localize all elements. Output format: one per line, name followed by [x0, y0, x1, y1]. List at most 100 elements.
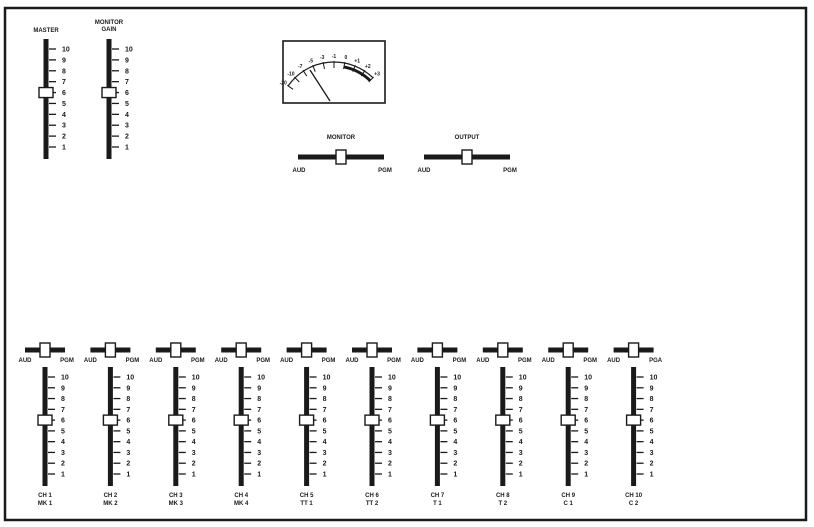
monitor-gain-fader-knob[interactable] — [101, 86, 117, 99]
ch9-source-label: C 1 — [564, 501, 574, 507]
ch1-aud-label: AUD — [19, 358, 33, 364]
ch8-switch-knob[interactable] — [497, 342, 509, 358]
ch3-scale-label: 8 — [192, 396, 196, 403]
ch7-source-label: T 1 — [433, 501, 442, 507]
ch6-source-label: TT 2 — [366, 501, 379, 507]
ch9-scale-label: 7 — [584, 407, 588, 414]
ch4-fader-knob[interactable] — [233, 414, 249, 426]
ch2-aud-label: AUD — [84, 358, 98, 364]
ch4-name-label: CH 4 — [234, 493, 248, 499]
ch3-scale-label: 3 — [192, 450, 196, 457]
ch6-switch-knob[interactable] — [366, 342, 378, 358]
ch8-scale-label: 6 — [519, 418, 523, 425]
ch3-fader-knob[interactable] — [168, 414, 184, 426]
master-scale-label: 4 — [62, 112, 66, 119]
ch5-scale-label: 7 — [323, 407, 327, 414]
ch8-name-label: CH 8 — [496, 493, 510, 499]
ch6-scale-label: 6 — [388, 418, 392, 425]
ch6-name-label: CH 6 — [365, 493, 379, 499]
ch7-aud-label: AUD — [411, 358, 425, 364]
ch9-scale-label: 3 — [584, 450, 588, 457]
ch7-scale-label: 7 — [453, 407, 457, 414]
ch7-pgm-label: PGM — [453, 358, 467, 364]
vu-scale-label: +1 — [354, 59, 360, 65]
ch3-scale-label: 4 — [192, 439, 196, 446]
ch3-name-label: CH 3 — [169, 493, 183, 499]
ch7-fader-knob[interactable] — [429, 414, 446, 426]
ch6-fader-knob[interactable] — [364, 414, 380, 426]
ch1-scale-label: 3 — [61, 450, 65, 457]
ch3-scale-label: 6 — [192, 418, 196, 425]
ch10-scale-label: 6 — [650, 418, 654, 425]
ch8-aud-label: AUD — [476, 358, 490, 364]
ch8-scale-label: 4 — [519, 439, 523, 446]
ch3-scale-label: 9 — [192, 385, 196, 392]
ch8-scale-label: 1 — [519, 472, 523, 479]
ch5-fader-knob[interactable] — [298, 414, 315, 426]
ch10-scale-label: 4 — [650, 439, 654, 446]
ch4-scale-label: 4 — [257, 439, 261, 446]
ch1-fader-knob[interactable] — [37, 414, 53, 426]
ch4-scale-label: 3 — [257, 450, 261, 457]
ch2-fader-knob[interactable] — [102, 414, 119, 426]
ch8-fader-knob[interactable] — [495, 414, 511, 426]
ch5-scale-label: 6 — [323, 418, 327, 425]
master-fader-knob[interactable] — [38, 86, 54, 99]
ch2-scale-label: 1 — [126, 472, 130, 479]
ch6-scale-label: 8 — [388, 396, 392, 403]
ch6-scale-label: 2 — [388, 461, 392, 468]
ch9-aud-label: AUD — [542, 358, 556, 364]
monitor-gain-scale-label: 1 — [125, 145, 129, 152]
ch7-switch-knob[interactable] — [431, 342, 444, 358]
ch9-scale-label: 5 — [584, 428, 588, 435]
ch1-scale-label: 1 — [61, 472, 65, 479]
vu-peak-zone — [343, 65, 372, 82]
vu-scale-tick — [294, 76, 300, 83]
ch1-scale-label: 4 — [61, 439, 65, 446]
ch3-scale-label: 7 — [192, 407, 196, 414]
ch5-switch-knob[interactable] — [300, 342, 313, 358]
ch2-scale-label: 3 — [126, 450, 130, 457]
ch2-switch-knob[interactable] — [104, 342, 117, 358]
output-switch-knob[interactable] — [461, 149, 473, 165]
vu-scale-label: -5 — [309, 59, 314, 65]
ch10-scale-label: 1 — [650, 472, 654, 479]
monitor-gain-scale-label: 8 — [125, 68, 129, 75]
ch8-scale-label: 7 — [519, 407, 523, 414]
ch6-pgm-label: PGM — [387, 358, 401, 364]
ch2-scale-label: 7 — [126, 407, 130, 414]
ch4-scale-label: 6 — [257, 418, 261, 425]
ch1-scale-label: 2 — [61, 461, 65, 468]
ch10-scale-label: 7 — [650, 407, 654, 414]
ch6-aud-label: AUD — [346, 358, 360, 364]
ch8-scale-label: 9 — [519, 385, 523, 392]
output-pgm-label: PGM — [503, 168, 517, 174]
ch10-switch-knob[interactable] — [627, 342, 640, 358]
ch10-name-label: CH 10 — [625, 493, 643, 499]
ch1-switch-knob[interactable] — [39, 342, 51, 358]
ch9-fader-knob[interactable] — [560, 414, 576, 426]
master-scale-label: 2 — [62, 134, 66, 141]
ch3-switch-knob[interactable] — [170, 342, 182, 358]
output-switch-label: OUTPUT — [455, 135, 480, 141]
master-scale-label: 10 — [62, 47, 70, 54]
ch9-scale-label: 1 — [584, 472, 588, 479]
vu-scale-label: -7 — [298, 64, 303, 70]
ch2-scale-label: 2 — [126, 461, 130, 468]
monitor-switch-knob[interactable] — [335, 149, 347, 165]
ch5-scale-label: 4 — [323, 439, 327, 446]
ch10-scale-label: 5 — [650, 428, 654, 435]
ch10-fader-knob[interactable] — [625, 414, 642, 426]
ch2-scale-label: 4 — [126, 439, 130, 446]
ch5-scale-label: 8 — [323, 396, 327, 403]
monitor-gain-scale-label: 4 — [125, 112, 129, 119]
ch3-scale-label: 5 — [192, 428, 196, 435]
ch9-name-label: CH 9 — [561, 493, 575, 499]
master-label: MASTER — [33, 28, 59, 34]
ch4-switch-knob[interactable] — [235, 342, 247, 358]
ch6-scale-label: 4 — [388, 439, 392, 446]
ch9-pgm-label: PGM — [583, 358, 597, 364]
ch5-source-label: TT 1 — [300, 501, 313, 507]
ch8-pgm-label: PGM — [518, 358, 532, 364]
ch9-switch-knob[interactable] — [562, 342, 574, 358]
